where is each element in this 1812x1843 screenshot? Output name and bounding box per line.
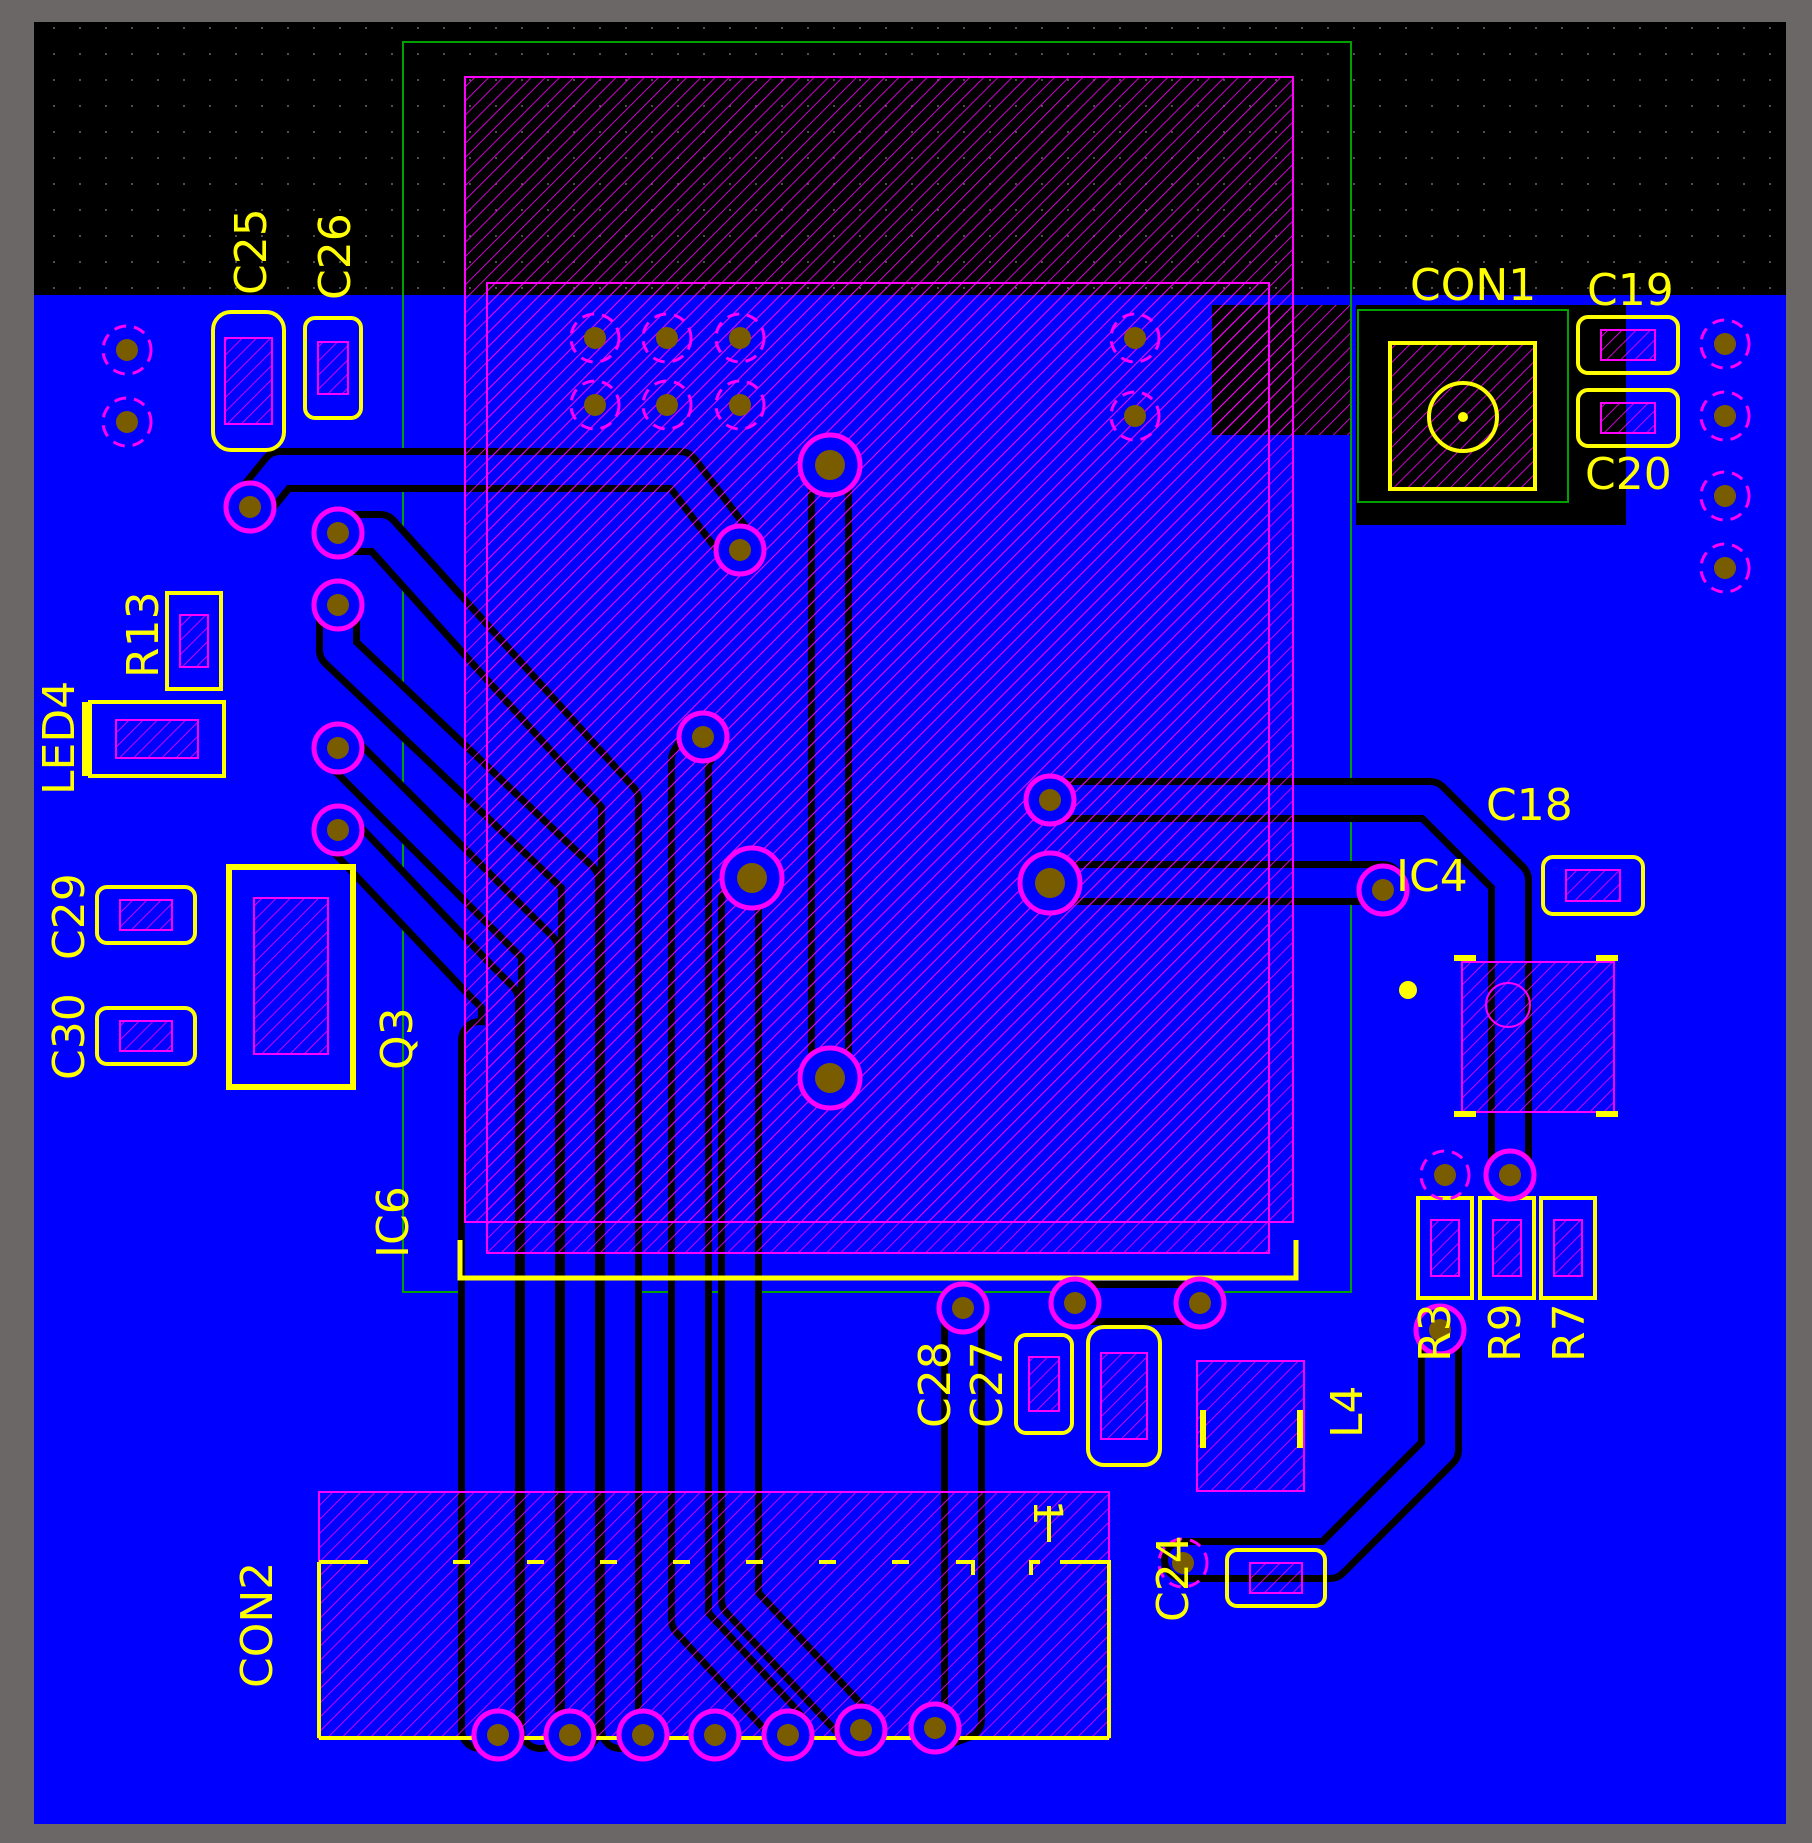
label-c20: C20: [1585, 449, 1672, 500]
ic4-body[interactable]: [1461, 961, 1615, 1113]
label-led4: LED4: [34, 681, 85, 795]
ic6-silkscreen: [457, 1240, 1299, 1281]
label-c28: C28: [910, 1341, 961, 1428]
c27-pad[interactable]: [1100, 1352, 1148, 1440]
label-c18: C18: [1486, 780, 1573, 831]
r7-pad[interactable]: [1553, 1219, 1583, 1277]
c25-pad[interactable]: [224, 337, 273, 425]
via-group-solid: [223, 432, 1537, 1762]
label-con2: CON2: [232, 1562, 283, 1688]
q3-pad[interactable]: [253, 897, 329, 1055]
c24-pad[interactable]: [1249, 1562, 1303, 1594]
c18-pad[interactable]: [1565, 869, 1621, 902]
r3-outline: [1416, 1196, 1474, 1300]
label-con2-pin1: 1: [1024, 1500, 1070, 1525]
c29-pad[interactable]: [119, 899, 173, 931]
label-c24: C24: [1148, 1535, 1199, 1622]
c20-outline: [1576, 388, 1680, 448]
l4-pad[interactable]: [1196, 1360, 1305, 1492]
c29-outline: [95, 885, 197, 945]
via-group-dashed: [101, 312, 1751, 1589]
l4-silkscreen: [1200, 1410, 1303, 1448]
label-c25: C25: [226, 208, 277, 295]
r7-outline: [1539, 1196, 1597, 1300]
ic6-courtyard: [402, 41, 1352, 1293]
label-ic6: IC6: [368, 1186, 419, 1258]
label-r7: R7: [1544, 1303, 1595, 1362]
c28-pad[interactable]: [1028, 1356, 1060, 1412]
label-c29: C29: [44, 873, 95, 960]
c27-outline: [1086, 1325, 1162, 1467]
vias: [101, 312, 1751, 1762]
designators: C25 C26 CON1 C19 C20 R13 LED4 C29 C30 Q3…: [34, 208, 1674, 1688]
ic6-inner-pad[interactable]: [486, 282, 1270, 1254]
label-l4: L4: [1322, 1385, 1373, 1438]
via-holes: [116, 327, 1736, 1746]
r3-pad[interactable]: [1430, 1219, 1460, 1277]
r9-pad[interactable]: [1492, 1219, 1522, 1277]
c30-pad[interactable]: [119, 1020, 173, 1052]
label-c27: C27: [962, 1341, 1013, 1428]
con2-pad-area[interactable]: [318, 1491, 1110, 1739]
label-c26: C26: [310, 213, 361, 300]
c28-outline: [1014, 1333, 1074, 1435]
label-r13: R13: [118, 591, 169, 678]
con1-courtyard: [1357, 309, 1569, 503]
c18-outline: [1541, 855, 1645, 916]
con1-center-dot: [1458, 412, 1468, 422]
q3-outline: [226, 864, 356, 1090]
label-r9: R9: [1480, 1303, 1531, 1362]
label-r3: R3: [1410, 1303, 1461, 1362]
ic4-pin1-marker: [1485, 982, 1531, 1028]
label-c19: C19: [1587, 265, 1674, 316]
ic4-dot: [1399, 981, 1417, 999]
c20-pad[interactable]: [1600, 402, 1656, 434]
r13-outline: [165, 591, 223, 691]
label-ic4: IC4: [1396, 851, 1468, 902]
label-c30: C30: [44, 993, 95, 1080]
c19-outline: [1576, 315, 1680, 375]
ic4-silkscreen: [1454, 955, 1618, 1117]
led4-pad[interactable]: [115, 719, 199, 759]
led4-marker: [82, 702, 90, 776]
label-q3: Q3: [372, 1007, 423, 1070]
label-con1: CON1: [1410, 260, 1536, 311]
c26-pad[interactable]: [317, 341, 349, 395]
c25-outline: [211, 310, 286, 452]
c26-outline: [303, 316, 363, 420]
c30-outline: [95, 1006, 197, 1066]
c19-pad[interactable]: [1600, 329, 1656, 361]
c24-outline: [1225, 1548, 1327, 1608]
con1-center-ring: [1427, 381, 1499, 453]
r13-pad[interactable]: [179, 614, 209, 668]
